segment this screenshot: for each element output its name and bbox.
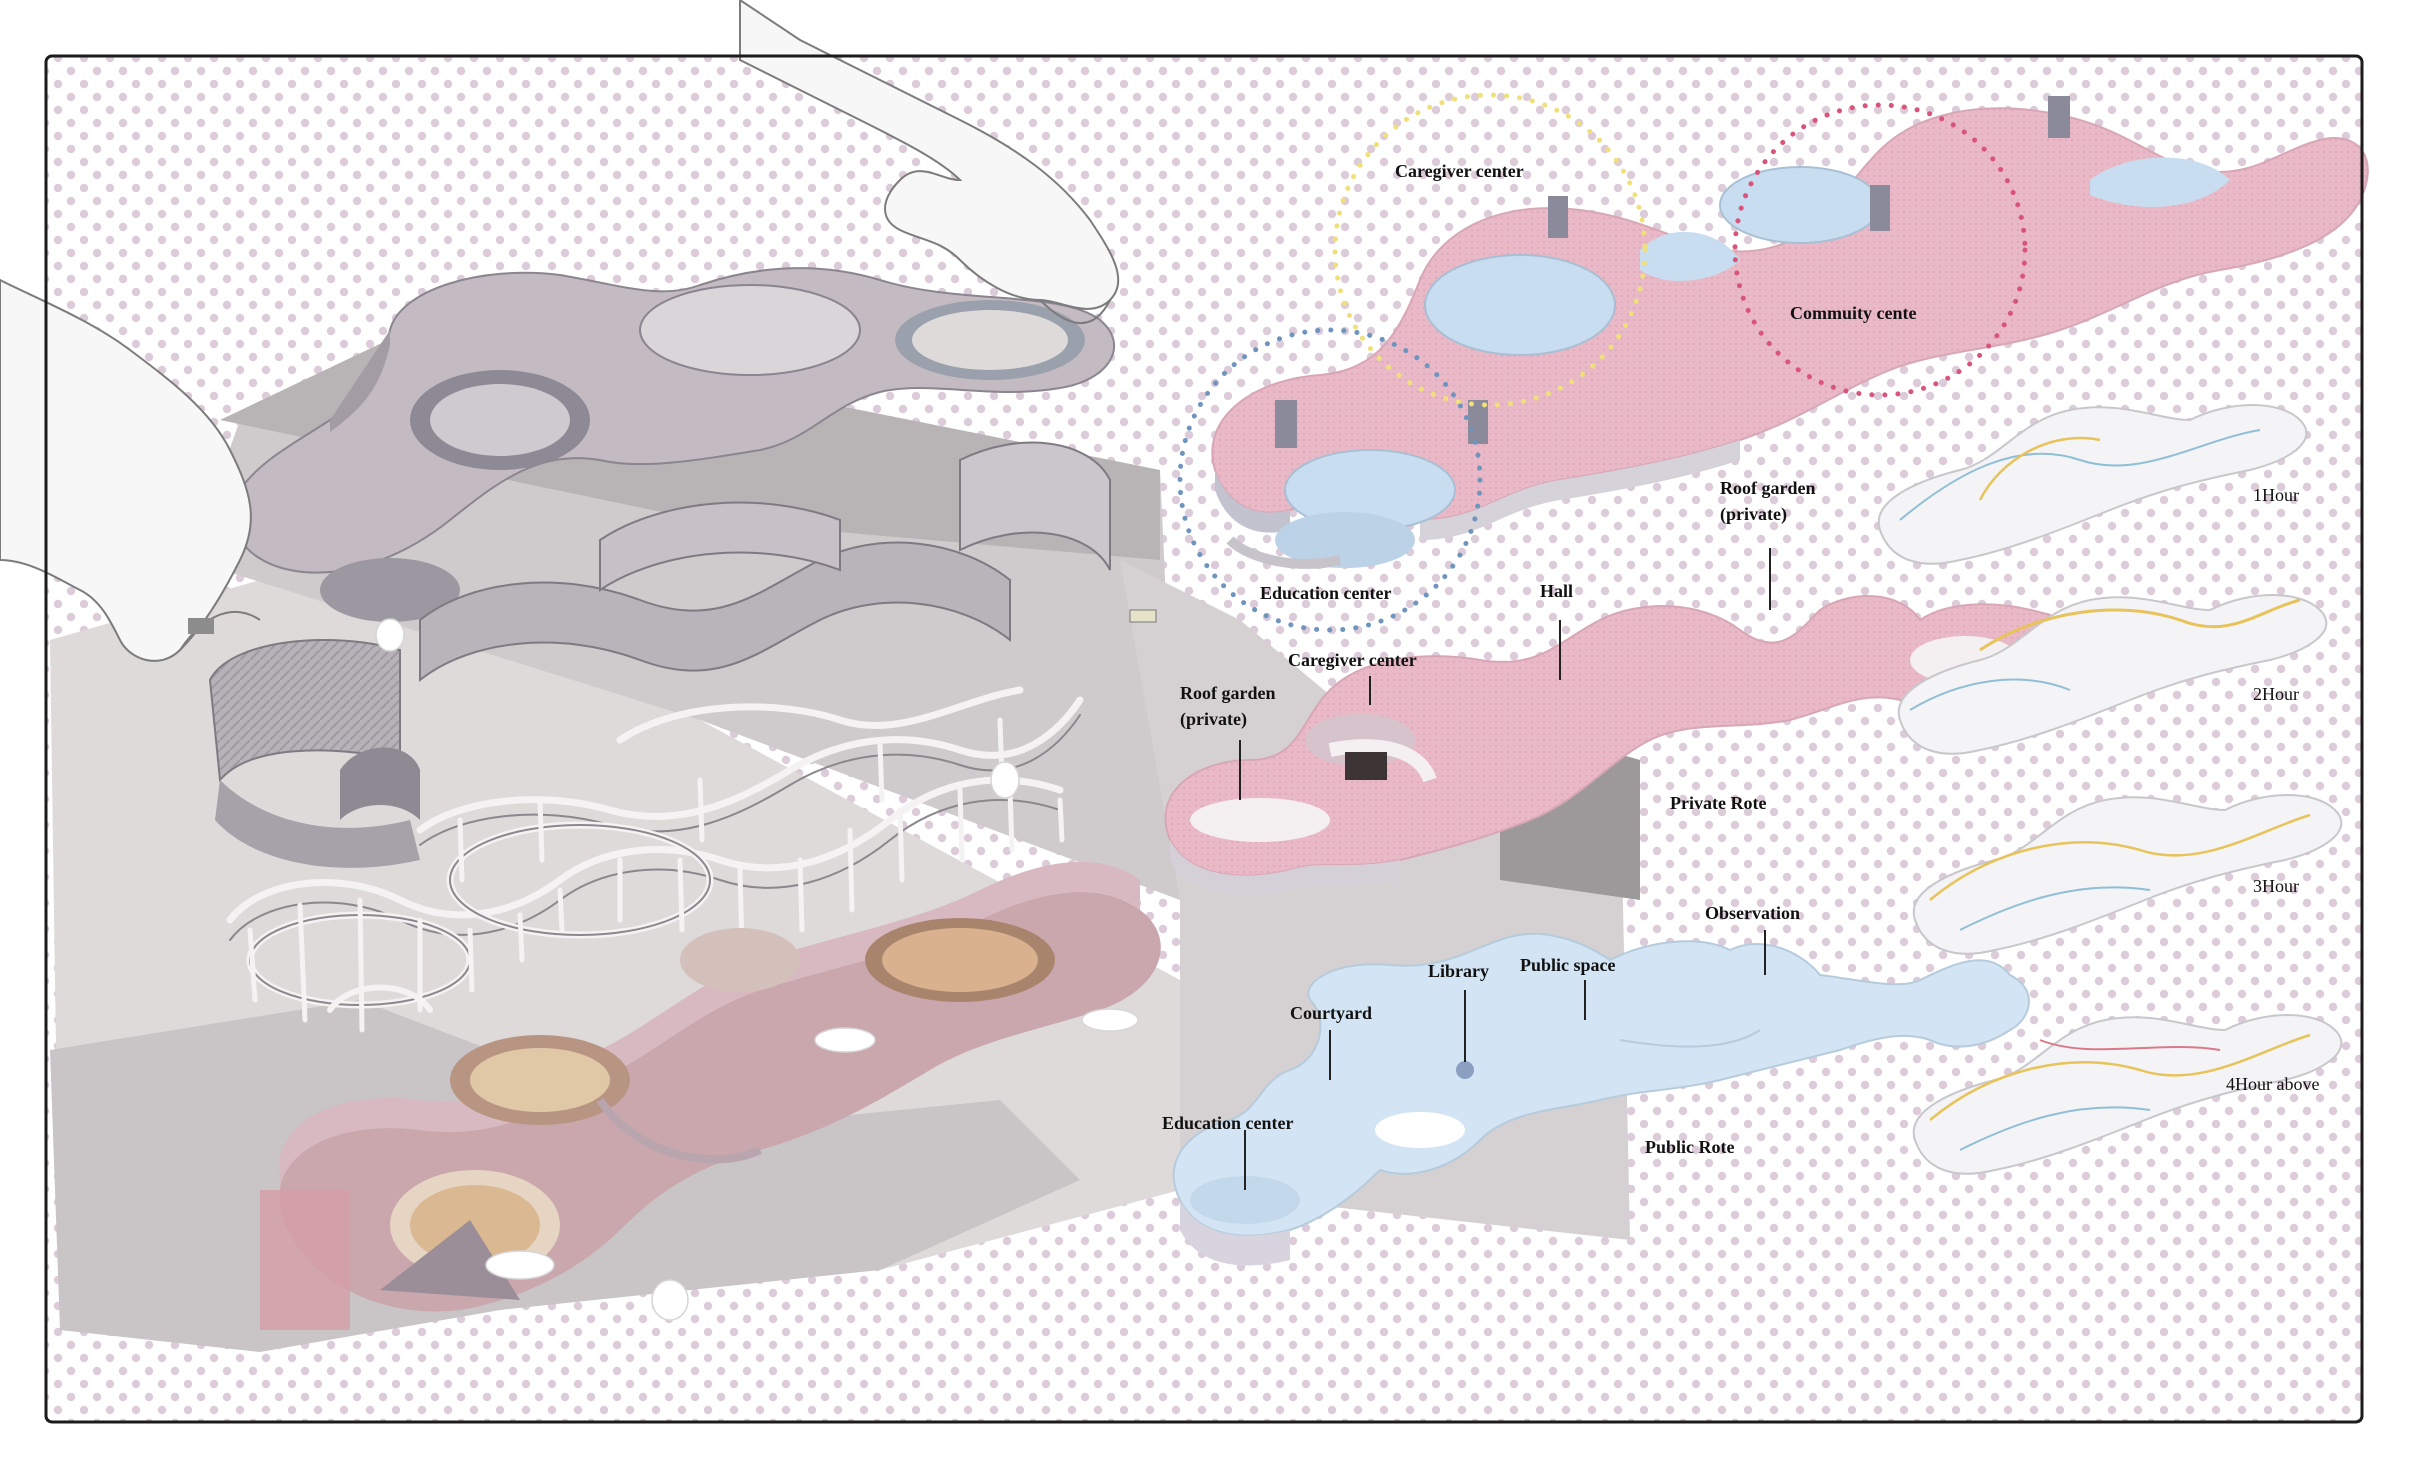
circle-education bbox=[1177, 327, 1483, 633]
roof-slab-floating bbox=[231, 267, 1116, 622]
label-hour-3: 3Hour bbox=[2253, 876, 2299, 896]
label-courtyard: Courtyard bbox=[1290, 1003, 1372, 1023]
label-observation: Observation bbox=[1705, 903, 1801, 923]
hand-top-right bbox=[739, 0, 1120, 324]
leader-lines bbox=[1239, 548, 1771, 1190]
label-hour-1: 1Hour bbox=[2253, 485, 2299, 505]
label-public-space: Public space bbox=[1520, 955, 1616, 975]
thumb-1hour bbox=[1877, 404, 2308, 565]
hand-left bbox=[0, 278, 261, 662]
label-caregiver-center-top: Caregiver center bbox=[1395, 161, 1524, 181]
label-public-route: Public Rote bbox=[1645, 1137, 1735, 1157]
label-hall: Hall bbox=[1540, 581, 1574, 601]
thumb-3hour bbox=[1912, 794, 2343, 955]
pergola-trellis bbox=[226, 686, 1084, 1033]
boat bbox=[1129, 609, 1157, 623]
label-roof-garden-left: Roof garden (private) bbox=[1180, 683, 1276, 730]
thumb-4hour bbox=[1912, 1014, 2343, 1175]
trees-clouds bbox=[375, 618, 1139, 1321]
private-roof-top bbox=[1211, 96, 2369, 569]
label-roof-garden-right: Roof garden (private) bbox=[1720, 478, 1816, 525]
label-library: Library bbox=[1428, 961, 1489, 981]
hour-thumbnails bbox=[1877, 404, 2343, 1175]
label-hour-2: 2Hour bbox=[2253, 684, 2299, 704]
main-building bbox=[260, 861, 1161, 1330]
circle-community bbox=[1732, 102, 2028, 398]
label-education-center-top: Education center bbox=[1260, 583, 1392, 603]
label-hour-4-above: 4Hour above bbox=[2226, 1074, 2320, 1094]
circle-caregiver bbox=[1332, 92, 1648, 408]
label-education-center-bottom: Education center bbox=[1162, 1113, 1294, 1133]
label-community-center: Commuity cente bbox=[1790, 303, 1917, 323]
label-private-route: Private Rote bbox=[1670, 793, 1767, 813]
outer-frame bbox=[44, 54, 2364, 1424]
public-route-model bbox=[1172, 932, 2030, 1266]
label-caregiver-center-mid: Caregiver center bbox=[1288, 650, 1417, 670]
ribbon-walls bbox=[208, 441, 1111, 868]
thumb-2hour bbox=[1897, 594, 2328, 755]
private-route-model bbox=[1164, 595, 2084, 896]
